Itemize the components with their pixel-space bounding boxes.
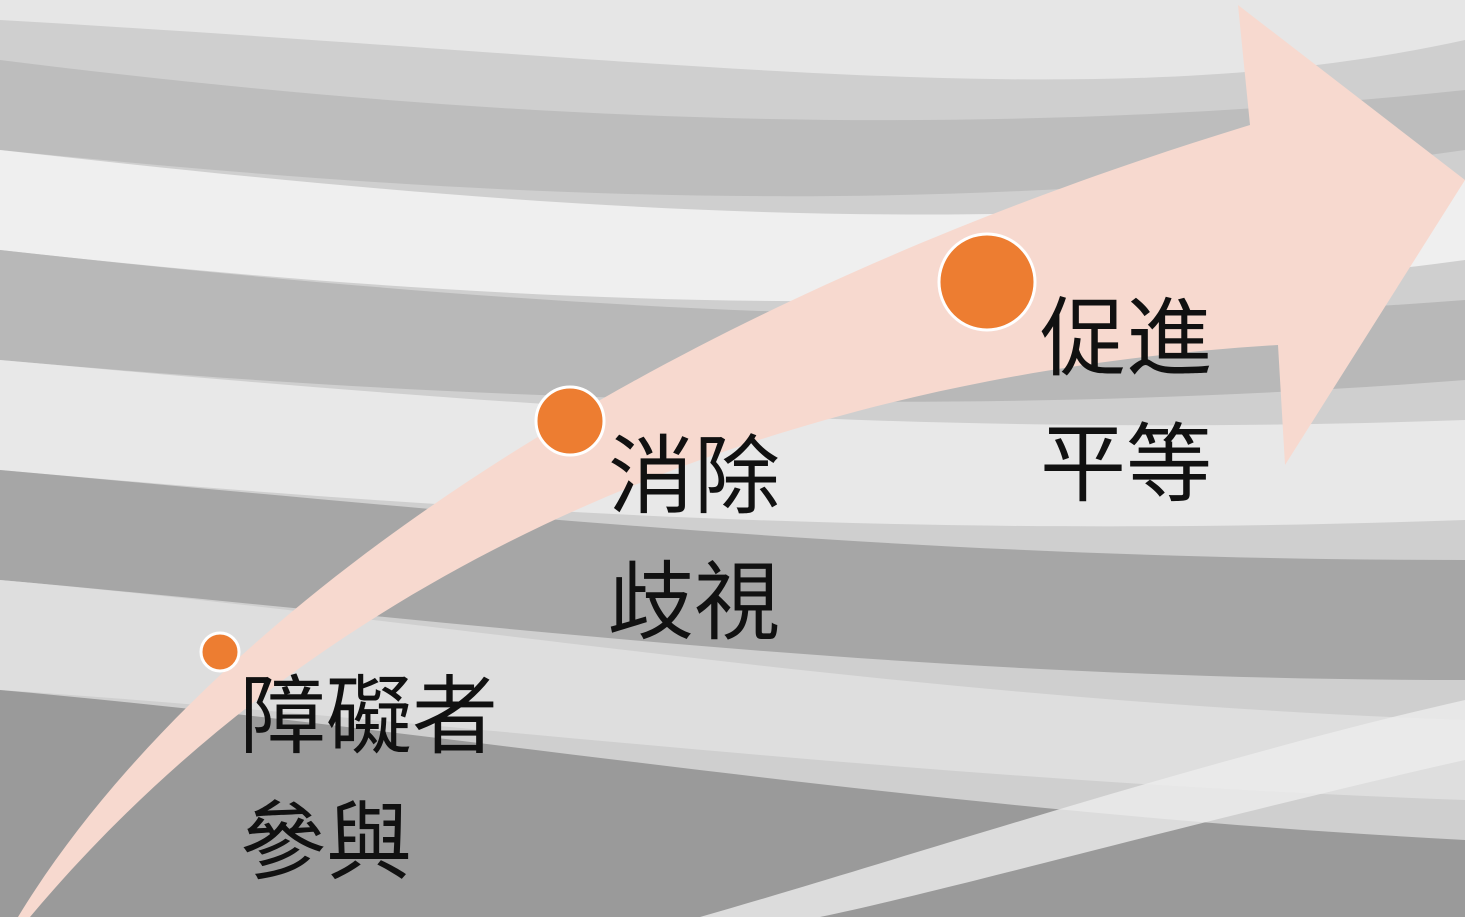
stage-3-marker [937,232,1037,332]
stage-3-line-2: 平等 [1040,415,1212,515]
trend-arrow [18,5,1465,917]
stage-2-label: 消除 歧視 [608,414,780,666]
stage-2-line-1: 消除 [608,427,780,527]
stage-3-line-1: 促進 [1040,289,1212,389]
stage-2-line-2: 歧視 [608,553,780,653]
stage-3-label: 促進 平等 [1040,276,1212,528]
stage-2-marker [534,385,606,457]
stage-1-label: 障礙者 參與 [240,654,498,906]
stage-1-line-1: 障礙者 [240,667,498,767]
stage-1-marker [199,631,241,673]
stage-1-line-2: 參與 [240,793,412,893]
